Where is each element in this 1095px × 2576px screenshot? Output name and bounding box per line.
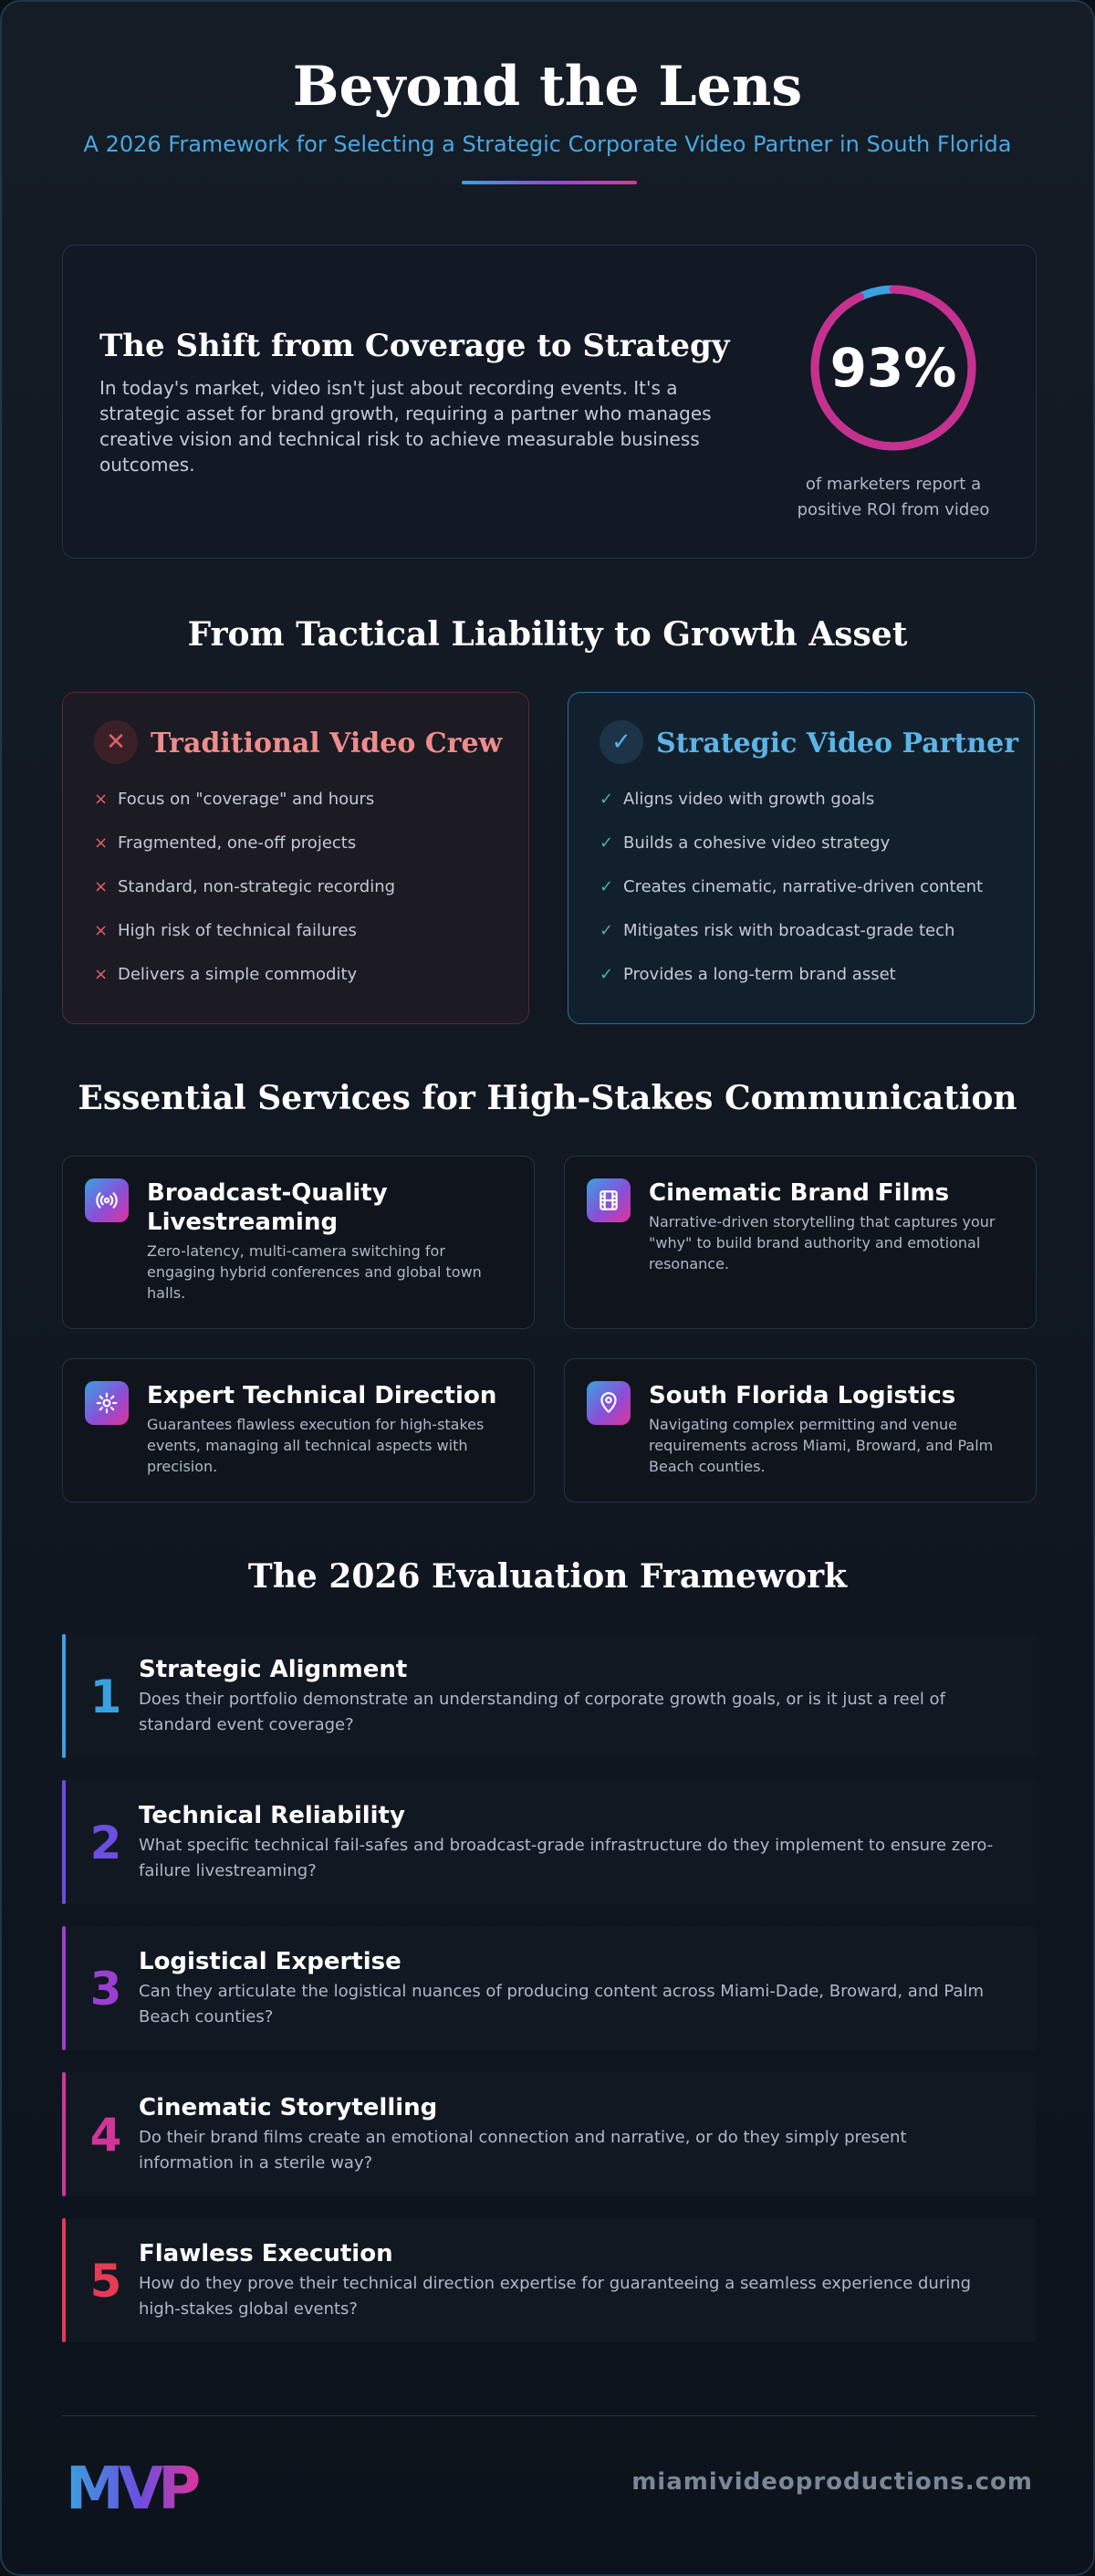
roi-stat-caption: of marketers report a positive ROI from … [797,475,990,519]
framework-number: 5 [89,2255,122,2308]
framework-number: 3 [89,1963,122,2016]
framework-accent-bar [62,1634,66,1758]
list-item: ✓Builds a cohesive video strategy [600,833,891,853]
strategic-partner-card: ✓ Strategic Video Partner ✓Aligns video … [568,692,1035,1024]
list-item: ✓Aligns video with growth goals [600,790,875,809]
check-icon: ✓ [600,965,614,984]
title-divider [462,181,637,184]
traditional-crew-title: Traditional Video Crew [151,728,503,759]
framework-item-title: Flawless Execution [139,2240,393,2267]
list-item: ×Fragmented, one-off projects [94,833,357,853]
service-description: Guarantees flawless execution for high-s… [147,1416,485,1475]
framework-item-title: Logistical Expertise [139,1948,402,1975]
framework-item-description: Do their brand films create an emotional… [139,2128,907,2173]
traditional-crew-card: ✕ Traditional Video Crew ×Focus on "cove… [62,692,529,1024]
shift-card: The Shift from Coverage to Strategy In t… [62,245,1037,559]
roi-progress-ring [810,285,976,451]
check-icon: ✓ [600,790,614,809]
list-item: ×Standard, non-strategic recording [94,877,396,896]
list-item: ✓Creates cinematic, narrative-driven con… [600,877,984,896]
page-title: Beyond the Lens [292,55,803,119]
footer-divider [62,2415,1037,2416]
framework-item: 1 Strategic Alignment Does their portfol… [62,1634,1037,1758]
x-icon: × [94,877,109,896]
roi-stat-value: 93% [829,337,957,399]
service-description: Navigating complex permitting and venue … [649,1416,994,1475]
film-icon [587,1178,631,1222]
check-icon: ✓ [600,877,614,896]
framework-item: 3 Logistical Expertise Can they articula… [62,1926,1037,2050]
framework-item: 4 Cinematic Storytelling Do their brand … [62,2072,1037,2196]
map-pin-icon [587,1381,631,1425]
service-title: South Florida Logistics [649,1382,956,1409]
framework-item-description: Can they articulate the logistical nuanc… [139,1982,984,2026]
x-icon: × [94,790,109,809]
framework-accent-bar [62,2072,66,2196]
check-icon: ✓ [600,833,614,853]
list-item: ✓Mitigates risk with broadcast-grade tec… [600,921,955,940]
framework-number: 2 [89,1817,122,1869]
check-icon: ✓ [600,720,643,764]
framework-accent-bar [62,1780,66,1904]
framework-item-description: How do they prove their technical direct… [139,2274,972,2319]
x-icon: × [94,833,109,853]
list-item: ✓Provides a long-term brand asset [600,965,896,984]
comparison-title: From Tactical Liability to Growth Asset [187,615,908,654]
service-card-brand-films: Cinematic Brand Films Narrative-driven s… [564,1156,1037,1329]
x-icon: ✕ [94,720,138,764]
service-title: Cinematic Brand Films [649,1179,950,1207]
service-card-logistics: South Florida Logistics Navigating compl… [564,1358,1037,1503]
strategic-partner-title: Strategic Video Partner [656,728,1019,759]
service-card-livestreaming: Broadcast-Quality Livestreaming Zero-lat… [62,1156,535,1329]
framework-item-title: Strategic Alignment [139,1656,408,1683]
framework-item: 5 Flawless Execution How do they prove t… [62,2218,1037,2342]
framework-number: 4 [89,2109,122,2162]
svg-text:MVP: MVP [66,2456,199,2516]
services-title: Essential Services for High-Stakes Commu… [78,1079,1017,1117]
framework-accent-bar [62,2218,66,2342]
framework-accent-bar [62,1926,66,2050]
strategic-partner-list: ✓Aligns video with growth goals ✓Builds … [600,790,983,1009]
list-item: ×Focus on "coverage" and hours [94,790,375,809]
mvp-logo: MVP [66,2456,201,2516]
shift-body: In today's market, video isn't just abou… [99,377,712,476]
shift-title: The Shift from Coverage to Strategy [99,328,730,364]
framework-item: 2 Technical Reliability What specific te… [62,1780,1037,1904]
service-title: Broadcast-Quality Livestreaming [147,1179,388,1236]
service-description: Narrative-driven storytelling that captu… [649,1213,996,1272]
x-icon: × [94,965,109,984]
gear-icon [85,1381,129,1425]
page-subtitle: A 2026 Framework for Selecting a Strateg… [83,131,1012,157]
traditional-crew-list: ×Focus on "coverage" and hours ×Fragment… [94,790,395,1009]
framework-item-description: Does their portfolio demonstrate an unde… [139,1690,945,1734]
check-icon: ✓ [600,921,614,940]
list-item: ×High risk of technical failures [94,921,357,940]
framework-title: The 2026 Evaluation Framework [247,1557,848,1596]
roi-progress-arc [810,285,976,451]
framework-item-description: What specific technical fail-safes and b… [139,1836,994,1880]
framework-item-title: Technical Reliability [139,1802,405,1829]
service-description: Zero-latency, multi-camera switching for… [147,1242,482,1302]
framework-number: 1 [89,1670,122,1723]
service-card-technical-direction: Expert Technical Direction Guarantees fl… [62,1358,535,1503]
x-icon: × [94,921,109,940]
service-title: Expert Technical Direction [147,1382,497,1409]
list-item: ×Delivers a simple commodity [94,965,358,984]
framework-item-title: Cinematic Storytelling [139,2094,438,2121]
website-link[interactable]: miamivideoproductions.com [631,2468,1033,2496]
broadcast-icon [85,1178,129,1222]
